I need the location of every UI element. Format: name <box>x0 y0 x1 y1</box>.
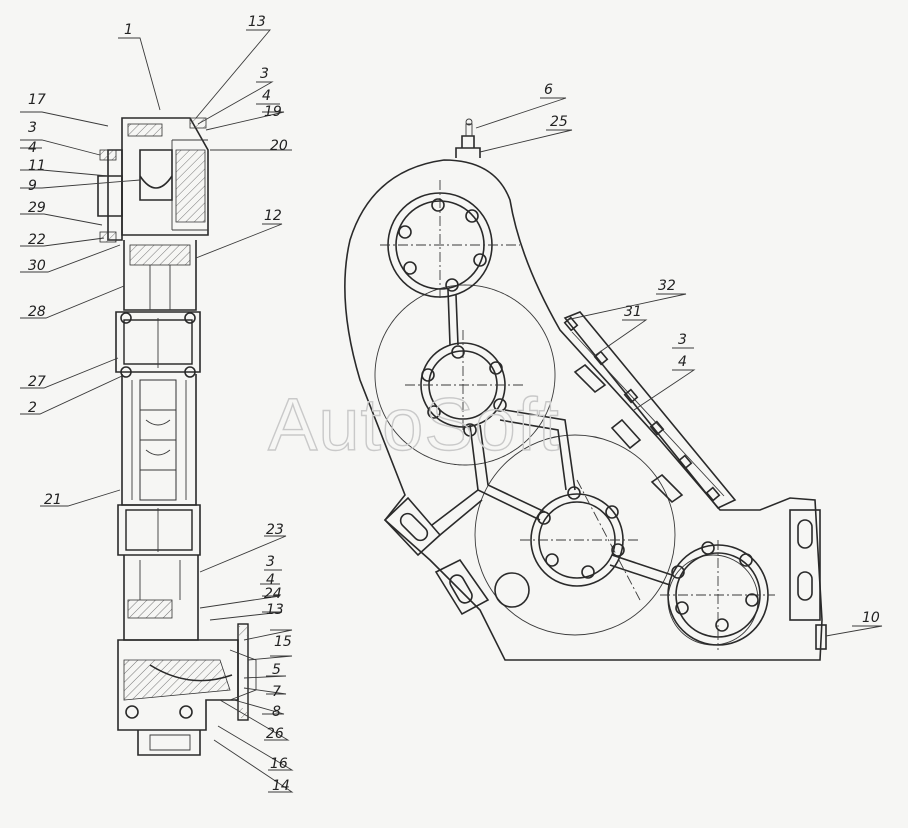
label-26: 26 <box>266 726 284 742</box>
label-30: 30 <box>28 258 46 274</box>
sectional-view <box>97 117 257 756</box>
label-15: 15 <box>274 634 292 650</box>
label-11: 11 <box>28 158 46 174</box>
label-16: 16 <box>270 756 288 772</box>
label-12: 12 <box>264 208 282 224</box>
label-20: 20 <box>270 138 288 154</box>
leader-lines <box>20 29 883 793</box>
side-view <box>344 118 827 661</box>
label-27: 27 <box>28 374 46 390</box>
label-32: 32 <box>658 278 676 294</box>
label-8: 8 <box>272 704 281 720</box>
label-13-top: 13 <box>248 14 266 30</box>
label-4-top: 4 <box>262 88 271 104</box>
left-callouts: 1 13 3 4 19 20 17 3 4 11 9 29 22 30 12 2… <box>28 14 292 794</box>
cover-bolts <box>563 316 721 502</box>
label-13-low: 13 <box>266 602 284 618</box>
label-24: 24 <box>264 586 282 602</box>
label-29: 29 <box>28 200 46 216</box>
label-4-left: 4 <box>28 140 37 156</box>
bolt-heads <box>398 198 759 632</box>
label-7: 7 <box>272 684 281 700</box>
label-4-right: 4 <box>678 354 687 370</box>
label-3-low: 3 <box>266 554 275 570</box>
right-callouts: 6 25 32 31 3 4 10 <box>544 82 880 626</box>
label-3-top: 3 <box>260 66 269 82</box>
label-9: 9 <box>28 178 37 194</box>
label-23: 23 <box>266 522 284 538</box>
watermark-text: AutoSoft <box>268 383 560 466</box>
label-22: 22 <box>28 232 46 248</box>
label-10: 10 <box>862 610 880 626</box>
label-6: 6 <box>544 82 553 98</box>
label-28: 28 <box>28 304 46 320</box>
label-17: 17 <box>28 92 46 108</box>
label-19: 19 <box>264 104 282 120</box>
label-14: 14 <box>272 778 290 794</box>
label-4-low: 4 <box>266 572 275 588</box>
label-5: 5 <box>272 662 281 678</box>
label-3-right: 3 <box>678 332 687 348</box>
label-31: 31 <box>624 304 642 320</box>
label-25: 25 <box>550 114 568 130</box>
label-2: 2 <box>28 400 37 416</box>
label-3-left: 3 <box>28 120 37 136</box>
label-1: 1 <box>124 22 133 38</box>
label-21: 21 <box>44 492 62 508</box>
